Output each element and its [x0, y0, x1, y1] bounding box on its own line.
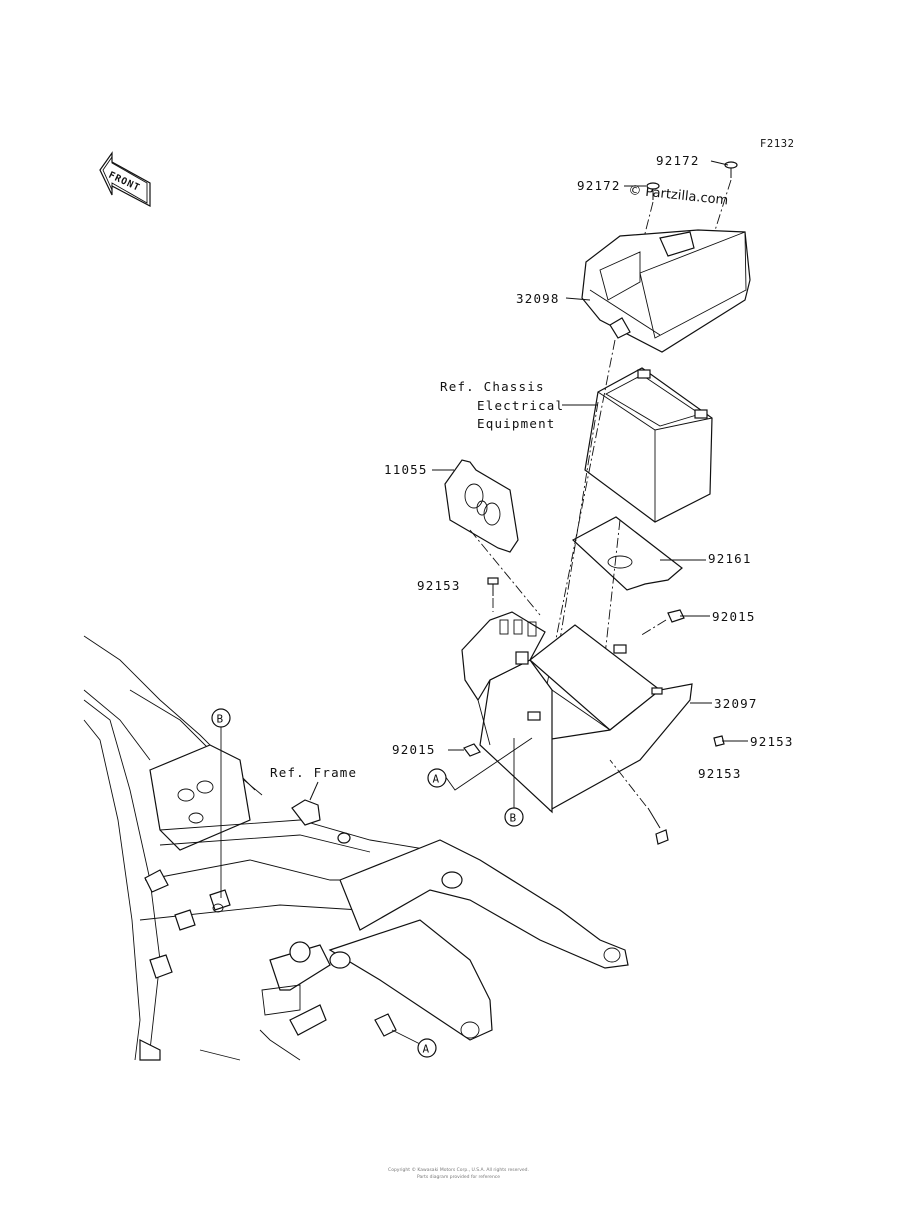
battery-cover-32098	[581, 229, 751, 353]
callout-a-upper: A	[427, 768, 447, 788]
figure-code: F2132	[760, 138, 795, 150]
bolt-92153-lower-icon	[647, 807, 669, 845]
label-92153-right: 92153	[750, 734, 794, 749]
battery-pad-92161	[571, 516, 683, 591]
label-92172-left: 92172	[577, 178, 621, 193]
bolt-92172-left-icon	[646, 182, 660, 200]
svg-text:B: B	[510, 812, 517, 825]
label-11055: 11055	[384, 462, 428, 477]
label-32097: 32097	[714, 696, 758, 711]
label-92153-upper: 92153	[417, 578, 461, 593]
label-92172-top: 92172	[656, 153, 700, 168]
bolt-92172-right-icon	[724, 161, 738, 178]
callout-a-lower: A	[417, 1038, 437, 1058]
callout-b-upper: B	[211, 708, 231, 728]
svg-text:A: A	[423, 1043, 430, 1056]
bolt-92153-right-icon	[713, 735, 725, 747]
label-92015-right: 92015	[712, 609, 756, 624]
battery-case-32097	[461, 611, 693, 814]
label-92153-lower: 92153	[698, 766, 742, 781]
label-92161: 92161	[708, 551, 752, 566]
motorcycle-frame	[83, 635, 629, 1061]
svg-text:A: A	[433, 773, 440, 786]
front-arrow-icon: FRONT	[99, 151, 151, 207]
ref-chassis-line3: Equipment	[477, 416, 556, 431]
footer-line1: Copyright © Kawasaki Motors Corp., U.S.A…	[388, 1168, 529, 1173]
battery	[584, 367, 713, 523]
ref-chassis-line1: Ref. Chassis	[440, 379, 545, 394]
nut-92015-right-icon	[667, 609, 685, 623]
label-32098: 32098	[516, 291, 560, 306]
footer-line2: Parts diagram provided for reference	[416, 1175, 501, 1180]
label-92015-left: 92015	[392, 742, 436, 757]
watermark: © Partzilla.com	[628, 183, 729, 208]
bolt-92153-upper-icon	[487, 577, 499, 596]
ref-frame-label: Ref. Frame	[270, 765, 357, 780]
nut-92015-left-icon	[463, 743, 481, 757]
callout-b-lower: B	[504, 807, 524, 827]
cover-11055	[444, 459, 519, 553]
ref-chassis-line2: Electrical	[477, 398, 564, 413]
svg-text:B: B	[217, 713, 224, 726]
